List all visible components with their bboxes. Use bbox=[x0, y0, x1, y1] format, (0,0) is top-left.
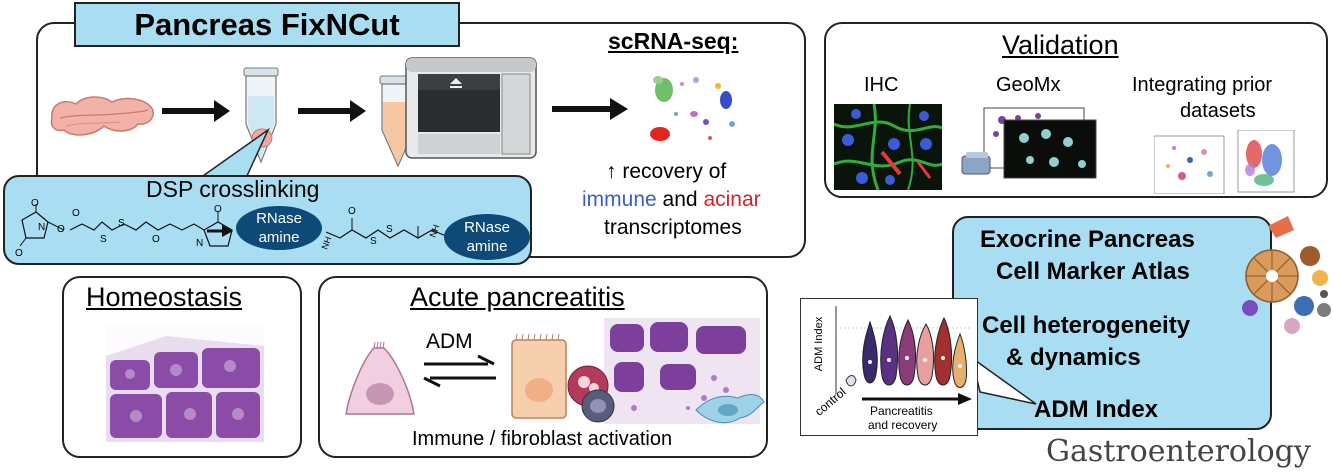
prior-datasets-umaps bbox=[1154, 130, 1295, 194]
fixncut-title: Pancreas FixNCut bbox=[74, 2, 460, 47]
homeostasis-histology-image bbox=[106, 326, 264, 442]
acute-pancreatitis-title: Acute pancreatitis bbox=[410, 282, 625, 312]
pancreatitis-axis-arrow bbox=[862, 393, 972, 405]
dsp-o-label: O bbox=[214, 204, 222, 215]
atlas-line-exocrine: Exocrine Pancreas bbox=[980, 226, 1195, 253]
dsp-molecule-structure bbox=[19, 204, 233, 247]
dsp-o-label: O bbox=[57, 224, 65, 235]
immune-fibroblast-caption: Immune / fibroblast activation bbox=[412, 428, 673, 450]
acinar-cell-icon bbox=[345, 341, 415, 415]
ihc-label: IHC bbox=[864, 74, 899, 96]
atlas-line-adm-index: ADM Index bbox=[1034, 396, 1159, 423]
arrow-right-icon bbox=[162, 100, 230, 122]
journal-name: Gastroenterology bbox=[1046, 434, 1311, 469]
adm-violin-plot bbox=[835, 306, 970, 394]
dsp-o-label: O bbox=[152, 234, 160, 245]
atlas-line-marker: Cell Marker Atlas bbox=[996, 258, 1190, 285]
immune-acinar-line: immune and acinar bbox=[582, 188, 761, 212]
dsp-linker-structure bbox=[325, 218, 447, 239]
datasets-label: datasets bbox=[1180, 100, 1256, 122]
and-word: and bbox=[662, 188, 698, 211]
oval-line: RNase bbox=[464, 219, 510, 236]
rnase-amine-oval: RNase amine bbox=[444, 214, 530, 260]
ductal-cell-icon bbox=[511, 333, 567, 419]
dsp-n-label: N bbox=[196, 238, 204, 249]
validation-title: Validation bbox=[1002, 30, 1119, 60]
immune-cells-icon bbox=[567, 365, 615, 423]
tube-callout-wedge bbox=[197, 128, 270, 179]
dsp-s-label: S bbox=[370, 236, 377, 247]
integrating-prior-label: Integrating prior bbox=[1132, 74, 1273, 96]
pancreas-illustration bbox=[50, 96, 154, 136]
pancreas-cells-illustration bbox=[1242, 216, 1331, 334]
dsp-o-label: O bbox=[72, 208, 80, 219]
adm-chart-ylabel: ADM Index bbox=[813, 316, 826, 372]
umap-plot bbox=[650, 76, 735, 141]
arrow-right-icon bbox=[552, 98, 628, 120]
reversible-arrows-icon bbox=[423, 354, 496, 388]
dsp-o-label: O bbox=[15, 248, 23, 259]
rnase-amine-oval: RNase amine bbox=[236, 206, 322, 250]
geomx-label: GeoMx bbox=[996, 74, 1061, 96]
atlas-line-heterogeneity: Cell heterogeneity bbox=[982, 312, 1191, 339]
adm-label: ADM bbox=[426, 330, 473, 353]
arrow-right-icon bbox=[207, 225, 233, 237]
dsp-o-label: O bbox=[348, 206, 356, 217]
scrna-seq-title: scRNA-seq: bbox=[608, 28, 739, 54]
geomx-images bbox=[961, 107, 1097, 179]
dsp-s-label: S bbox=[386, 224, 393, 235]
dsp-title: DSP crosslinking bbox=[146, 176, 320, 202]
dsp-o-label: O bbox=[31, 198, 39, 209]
immune-word: immune bbox=[582, 188, 657, 211]
oval-line: RNase bbox=[256, 210, 302, 227]
sequencer-machine-icon bbox=[405, 57, 537, 159]
fibroblast-icon bbox=[695, 394, 765, 424]
oval-line: amine bbox=[466, 238, 508, 255]
transcriptomes-label: transcriptomes bbox=[604, 216, 742, 239]
chart-callout-wedge bbox=[970, 356, 1037, 405]
adm-chart-xlabel-2: and recovery bbox=[868, 418, 938, 432]
acinar-word: acinar bbox=[703, 188, 761, 211]
homeostasis-title: Homeostasis bbox=[86, 282, 243, 312]
atlas-line-dynamics: & dynamics bbox=[1006, 344, 1141, 371]
arrow-right-icon bbox=[298, 100, 366, 122]
ihc-image bbox=[834, 104, 942, 190]
oval-line: amine bbox=[258, 229, 300, 246]
adm-chart-xlabel-1: Pancreatitis bbox=[870, 404, 933, 418]
dsp-s-label: S bbox=[100, 234, 107, 245]
dsp-n-label: N bbox=[38, 222, 46, 233]
recovery-line: ↑ recovery of bbox=[606, 160, 727, 183]
dsp-s-label: S bbox=[118, 218, 125, 229]
